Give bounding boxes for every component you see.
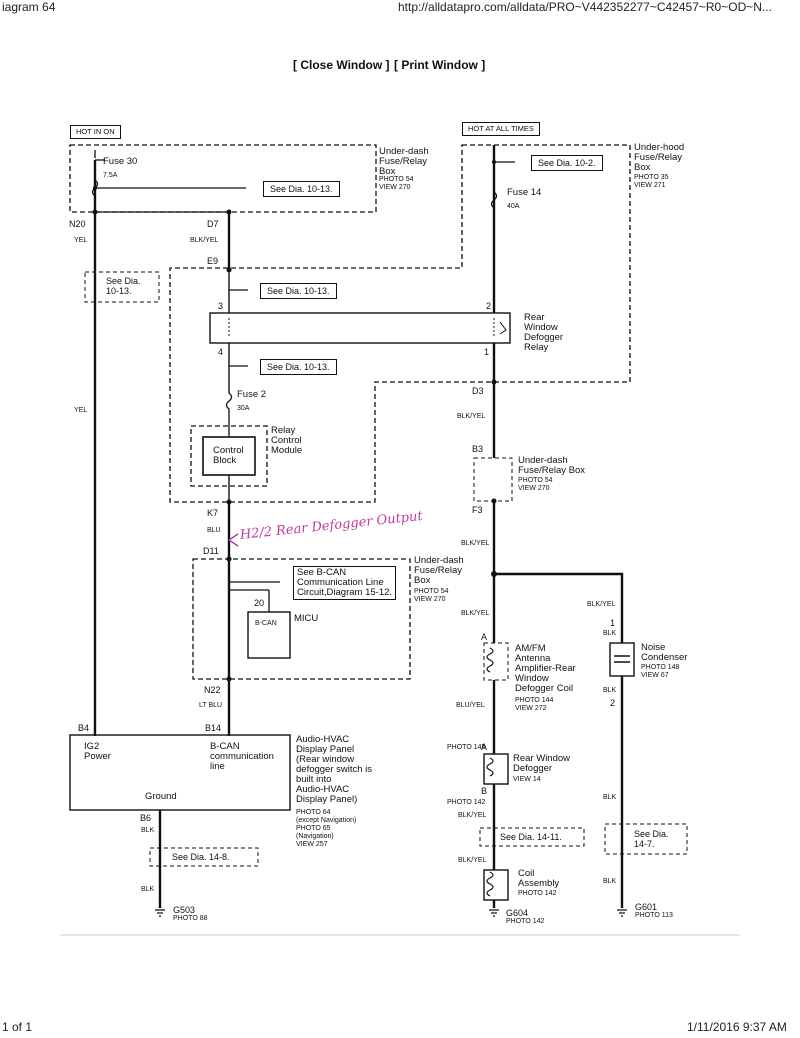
connector-d11: D11 — [203, 546, 219, 556]
ig2-power-label: IG2 Power — [84, 741, 111, 762]
pin-20: 20 — [254, 598, 265, 608]
connector-b14: B14 — [205, 723, 222, 733]
print-window-link[interactable]: [ Print Window ] — [394, 58, 486, 72]
fuse30-rating: 7.5A — [103, 172, 118, 179]
under-dash-box-2-label: Under-dash Fuse/Relay Box — [518, 455, 586, 476]
connector-b4: B4 — [78, 723, 90, 733]
wire-blk-nc-1: BLK — [603, 630, 617, 637]
fuse14-label: Fuse 14 — [507, 187, 542, 198]
close-window-link[interactable]: [ Close Window ] — [293, 58, 390, 72]
control-block-label: Control Block — [213, 445, 244, 466]
rear-window-defogger-photo: VIEW 14 — [513, 776, 541, 783]
page-url[interactable]: http://alldatapro.com/alldata/PRO~V44235… — [398, 0, 772, 14]
under-dash-box-1-photo: PHOTO 54 VIEW 270 — [379, 176, 414, 191]
under-dash-box-1-label: Under-dash Fuse/Relay Box — [379, 146, 429, 177]
wire-blk-nc-4: BLK — [603, 878, 617, 885]
ground-g503-photo: PHOTO 88 — [173, 915, 208, 922]
connector-n20: N20 — [69, 219, 86, 229]
under-hood-box-label: Under-hood Fuse/Relay Box — [634, 142, 685, 173]
wire-blk-2: BLK — [141, 886, 155, 893]
ground-label: Ground — [145, 791, 177, 802]
wire-blk-yel-2: BLK/YEL — [457, 413, 486, 420]
wire-blk-nc-3: BLK — [603, 794, 617, 801]
rear-window-defogger-label: Rear Window Defogger — [513, 753, 571, 774]
micu-bcan-label: B-CAN — [255, 620, 277, 627]
hot-in-on-label: HOT IN ON — [70, 125, 121, 139]
connector-d7: D7 — [207, 219, 219, 229]
ground-g604-photo: PHOTO 142 — [506, 918, 545, 925]
wire-blk-yel-condenser: BLK/YEL — [587, 601, 616, 608]
connector-d3: D3 — [472, 386, 484, 396]
connector-n22: N22 — [204, 685, 221, 695]
connector-f3: F3 — [472, 505, 483, 515]
connector-a-1: A — [481, 632, 488, 642]
am-fm-coil-photo: PHOTO 144 VIEW 272 — [515, 697, 554, 712]
connector-b: B — [481, 786, 488, 796]
wire-blu-yel: BLU/YEL — [456, 702, 485, 709]
connector-e9: E9 — [207, 256, 219, 266]
print-timestamp: 1/11/2016 9:37 AM — [687, 1020, 787, 1034]
wire-blk-yel-4: BLK/YEL — [461, 610, 490, 617]
ref-see-dia-10-13-b[interactable]: See Dia. 10-13. — [106, 276, 141, 296]
under-dash-box-3-photo: PHOTO 54 VIEW 270 — [414, 588, 449, 603]
connector-a-2: A — [481, 742, 488, 752]
wire-blk-yel-3: BLK/YEL — [461, 540, 490, 547]
fuse14-rating: 40A — [507, 203, 520, 210]
under-dash-box-2-photo: PHOTO 54 VIEW 270 — [518, 477, 553, 492]
ref-see-dia-10-13-c[interactable]: See Dia. 10-13. — [260, 283, 337, 299]
rear-defogger-relay-label: Rear Window Defogger Relay — [524, 312, 564, 353]
ref-see-dia-10-13-d[interactable]: See Dia. 10-13. — [260, 359, 337, 375]
wire-blk-yel-6: BLK/YEL — [458, 857, 487, 864]
noise-condenser-photo: PHOTO 148 VIEW 67 — [641, 664, 680, 679]
fuse30-label: Fuse 30 — [103, 156, 138, 167]
ref-see-dia-14-8[interactable]: See Dia. 14-8. — [172, 852, 230, 862]
audio-hvac-label: Audio-HVAC Display Panel (Rear window de… — [296, 734, 373, 805]
ref-see-dia-10-2[interactable]: See Dia. 10-2. — [531, 155, 603, 171]
wire-yel-1: YEL — [74, 237, 88, 244]
pin-1: 1 — [484, 347, 490, 357]
pin-4: 4 — [218, 347, 224, 357]
tab-title: iagram 64 — [2, 0, 56, 14]
noise-condenser-label: Noise Condenser — [641, 642, 688, 663]
relay-control-module-label: Relay Control Module — [271, 425, 303, 456]
wire-yel-2: YEL — [74, 407, 88, 414]
under-dash-box-3-label: Under-dash Fuse/Relay Box — [414, 555, 464, 586]
ground-g604: G604 — [506, 908, 529, 918]
fuse2-rating: 30A — [237, 405, 250, 412]
bcan-line-label: B-CAN communication line — [210, 741, 274, 772]
page-count: 1 of 1 — [2, 1020, 33, 1034]
wire-lt-blu: LT BLU — [199, 702, 223, 709]
ref-see-dia-14-7[interactable]: See Dia. 14-7. — [634, 829, 669, 849]
photo-142: PHOTO 142 — [447, 799, 486, 806]
ref-see-dia-14-11[interactable]: See Dia. 14-11. — [500, 832, 562, 842]
wire-blk-1: BLK — [141, 827, 155, 834]
noise-condenser-pin-1: 1 — [610, 618, 616, 628]
under-hood-box-photo: PHOTO 35 VIEW 271 — [634, 174, 669, 189]
wire-blk-nc-2: BLK — [603, 687, 617, 694]
fuse2-label: Fuse 2 — [237, 389, 267, 400]
connector-b6: B6 — [140, 813, 152, 823]
coil-assembly-photo: PHOTO 142 — [518, 890, 557, 897]
photo-145: PHOTO 145 — [447, 744, 486, 751]
connector-b3: B3 — [472, 444, 484, 454]
ground-g503: G503 — [173, 905, 196, 915]
noise-condenser-pin-2: 2 — [610, 698, 616, 708]
bcan-ref-box: See B-CAN Communication Line Circuit,Dia… — [293, 566, 397, 600]
connector-k7: K7 — [207, 508, 219, 518]
wire-blk-yel-5: BLK/YEL — [458, 812, 487, 819]
hot-at-all-times-label: HOT AT ALL TIMES — [462, 122, 540, 136]
audio-hvac-photo: PHOTO 64 (except Navigation) PHOTO 65 (N… — [296, 809, 357, 848]
ground-g601-photo: PHOTO 113 — [635, 912, 673, 919]
coil-assembly-label: Coil Assembly — [518, 868, 560, 889]
micu-label: MICU — [294, 613, 319, 624]
wire-blu: BLU — [207, 527, 221, 534]
wire-blk-yel-1: BLK/YEL — [190, 237, 219, 244]
ground-g601: G601 — [635, 902, 658, 912]
pin-3: 3 — [218, 301, 224, 311]
ref-see-dia-10-13-a[interactable]: See Dia. 10-13. — [263, 181, 340, 197]
pin-2: 2 — [486, 301, 492, 311]
am-fm-coil-label: AM/FM Antenna Amplifier-Rear Window Defo… — [515, 643, 576, 694]
